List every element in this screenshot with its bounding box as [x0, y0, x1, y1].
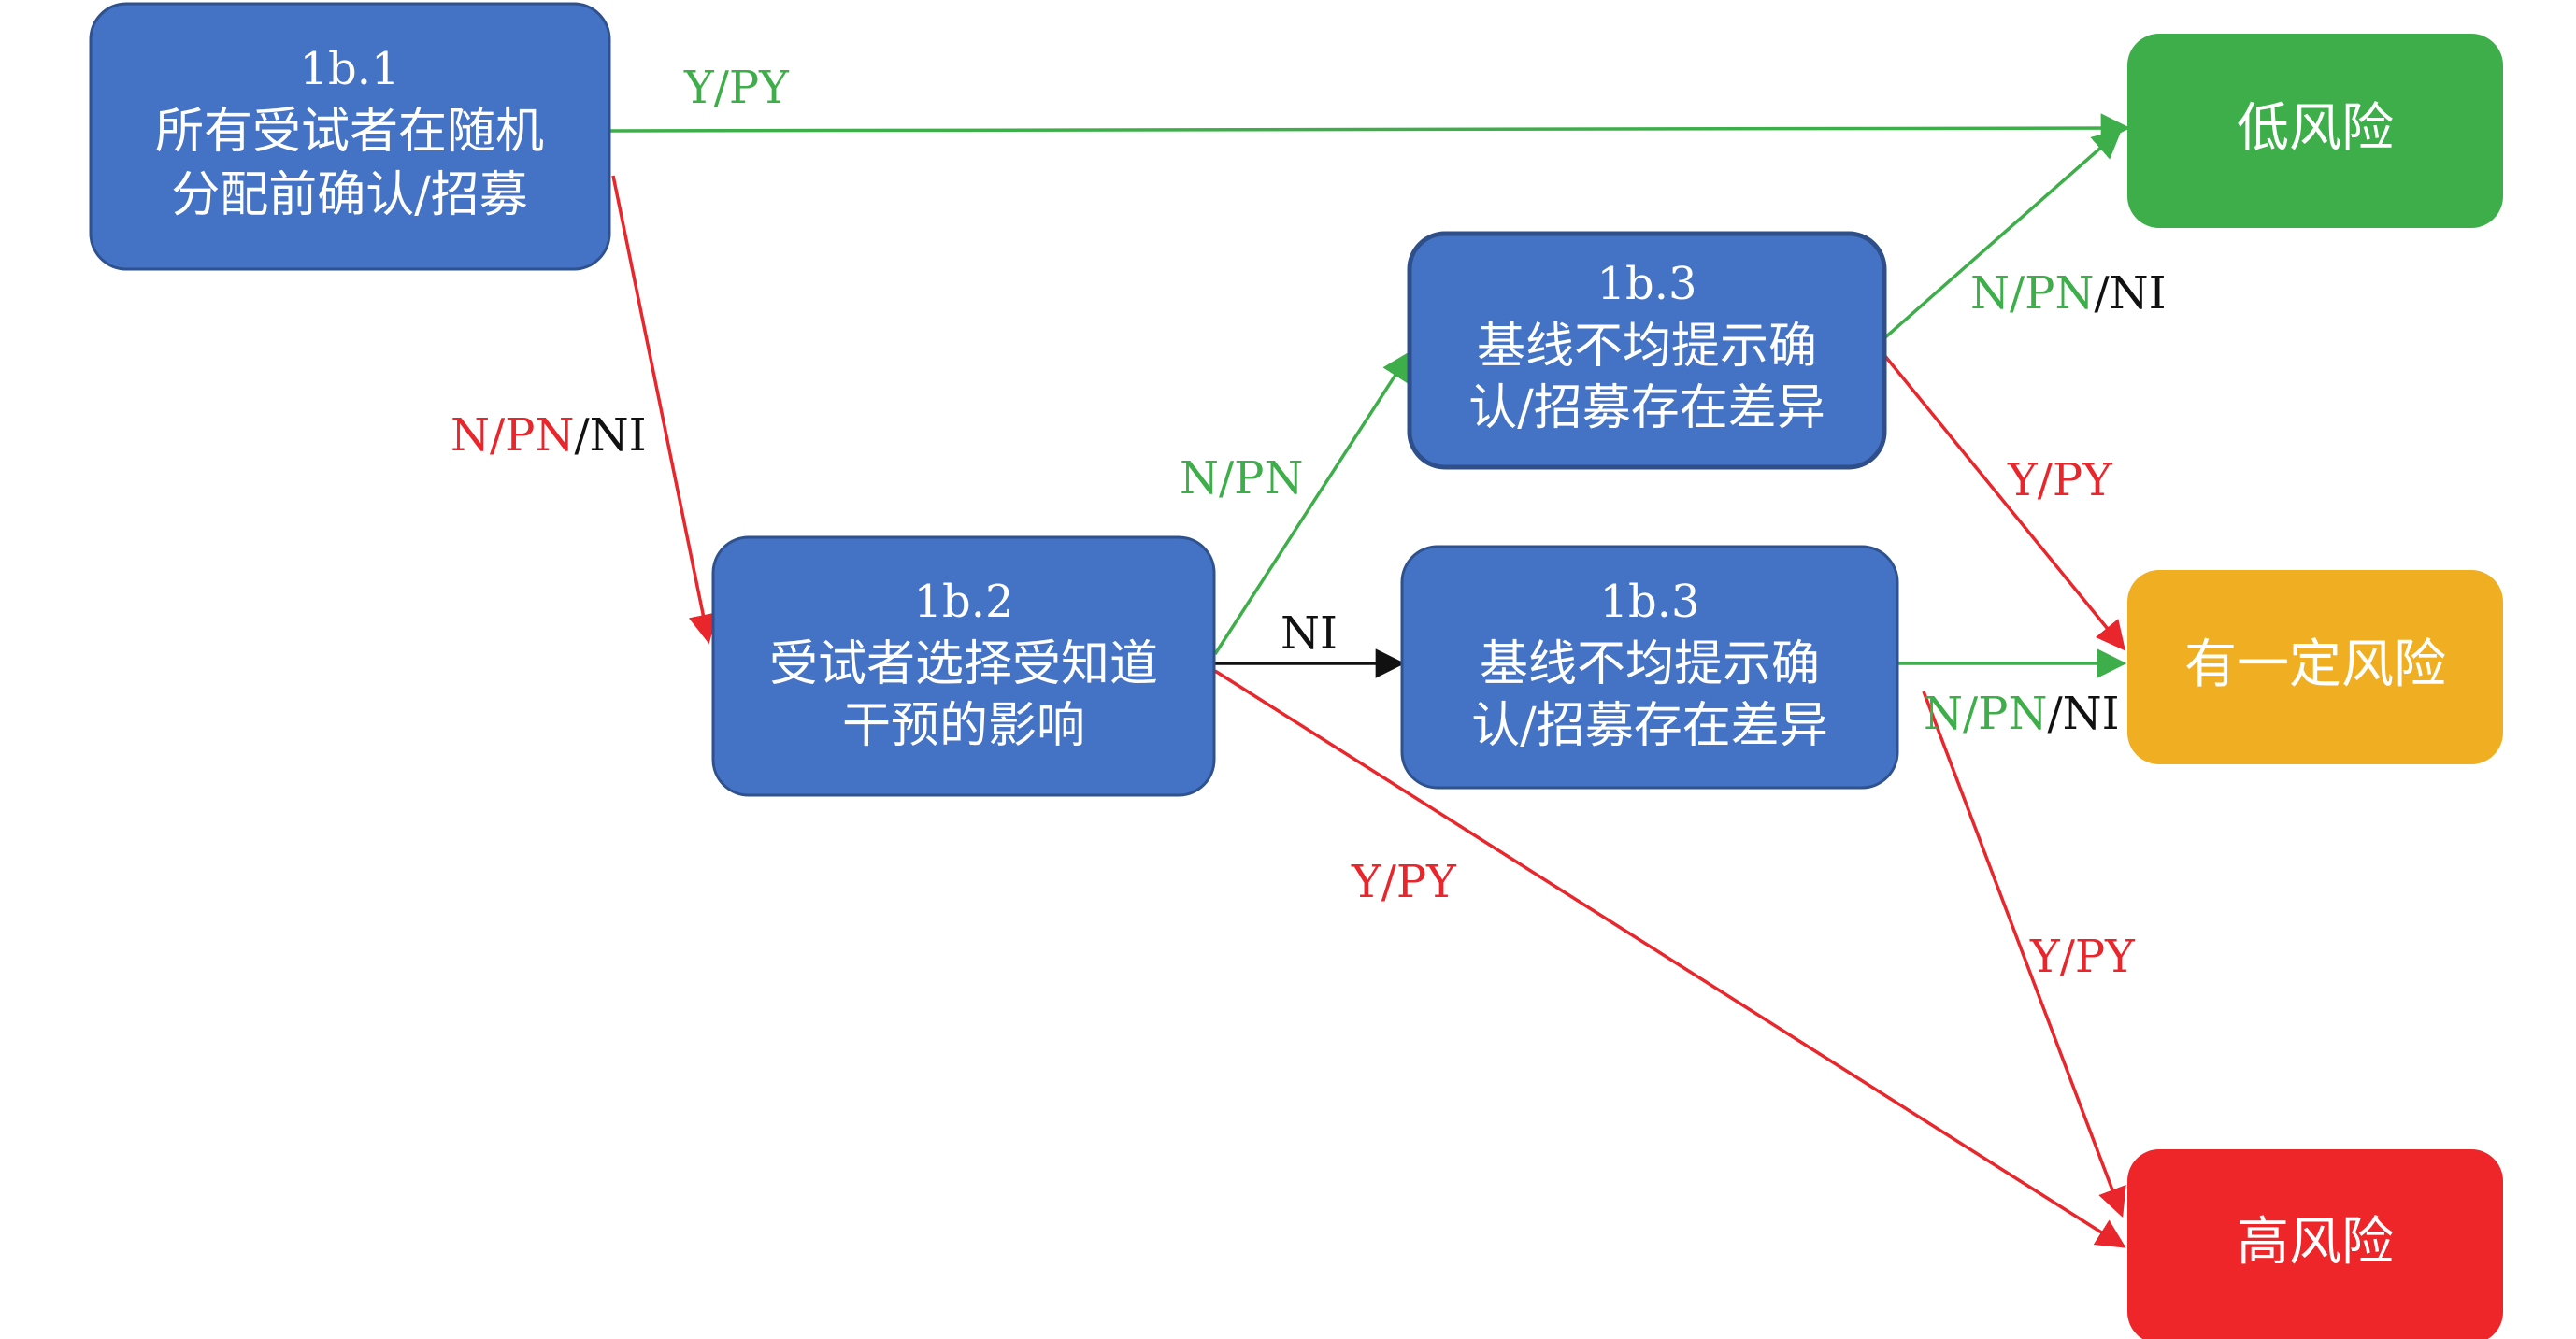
- label-1b3mid-some-ni: /NI: [2047, 688, 2119, 740]
- label-1b1-1b2-npn: N/PN: [451, 409, 574, 462]
- label-1b2-high-ypy: Y/PY: [1351, 856, 1457, 908]
- node-1b2-line1: 受试者选择受知道: [769, 636, 1158, 692]
- node-1b2-id: 1b.2: [913, 576, 1013, 628]
- label-1b2-1b3mid-ni: NI: [1281, 607, 1338, 660]
- node-low-risk-label: 低风险: [2237, 98, 2394, 159]
- node-low-risk: 低风险: [2127, 34, 2503, 228]
- label-1b2-1b3top-npn: N/PN: [1180, 452, 1303, 505]
- node-1b2: 1b.2 受试者选择受知道 干预的影响: [711, 535, 1216, 797]
- node-1b3-mid-id: 1b.3: [1599, 576, 1699, 628]
- node-1b3-top-line2: 认/招募存在差异: [1468, 380, 1825, 436]
- node-1b3-mid-line2: 认/招募存在差异: [1471, 698, 1828, 754]
- label-1b3top-low: N/PN/NI: [1970, 267, 2167, 320]
- label-1b3mid-high-ypy: Y/PY: [2029, 931, 2136, 983]
- label-1b1-low-ypy: Y/PY: [683, 62, 790, 114]
- edge-1b1-to-1b2: [611, 175, 718, 645]
- edge-1b2-to-high-risk: [1214, 669, 2126, 1248]
- label-1b3top-low-npn: N/PN: [1970, 267, 2094, 320]
- node-1b1: 1b.1 所有受试者在随机 分配前确认/招募: [89, 2, 611, 271]
- edge-1b3top-to-low-risk: [1882, 128, 2123, 340]
- label-1b3mid-some-npn: N/PN: [1924, 688, 2047, 740]
- node-some-risk: 有一定风险: [2127, 570, 2503, 764]
- node-1b1-line2: 分配前确认/招募: [171, 167, 528, 223]
- label-1b1-1b2: N/PN/NI: [451, 409, 647, 462]
- edge-1b2-to-1b3-top: [1213, 350, 1411, 655]
- node-high-risk: 高风险: [2127, 1149, 2503, 1339]
- node-1b3-top: 1b.3 基线不均提示确 认/招募存在差异: [1407, 231, 1887, 470]
- label-1b3top-low-ni: /NI: [2094, 267, 2166, 320]
- edge-1b3top-to-some-risk: [1882, 353, 2125, 651]
- node-1b3-mid: 1b.3 基线不均提示确 认/招募存在差异: [1400, 545, 1899, 790]
- node-1b2-line2: 干预的影响: [842, 698, 1085, 754]
- edge-1b3mid-to-high-risk: [1922, 691, 2126, 1218]
- edge-1b1-to-low-risk: [608, 113, 2131, 143]
- node-high-risk-label: 高风险: [2237, 1212, 2394, 1273]
- label-1b3top-some-ypy: Y/PY: [2007, 454, 2113, 506]
- label-1b1-1b2-ni: /NI: [574, 409, 646, 462]
- node-1b3-mid-line1: 基线不均提示确: [1480, 636, 1820, 692]
- label-1b3mid-some: N/PN/NI: [1924, 688, 2120, 740]
- node-1b3-top-id: 1b.3: [1596, 258, 1696, 310]
- node-1b3-top-line1: 基线不均提示确: [1477, 319, 1817, 375]
- node-1b1-line1: 所有受试者在随机: [155, 104, 544, 160]
- node-1b1-id: 1b.1: [299, 43, 399, 95]
- node-some-risk-label: 有一定风险: [2184, 634, 2446, 695]
